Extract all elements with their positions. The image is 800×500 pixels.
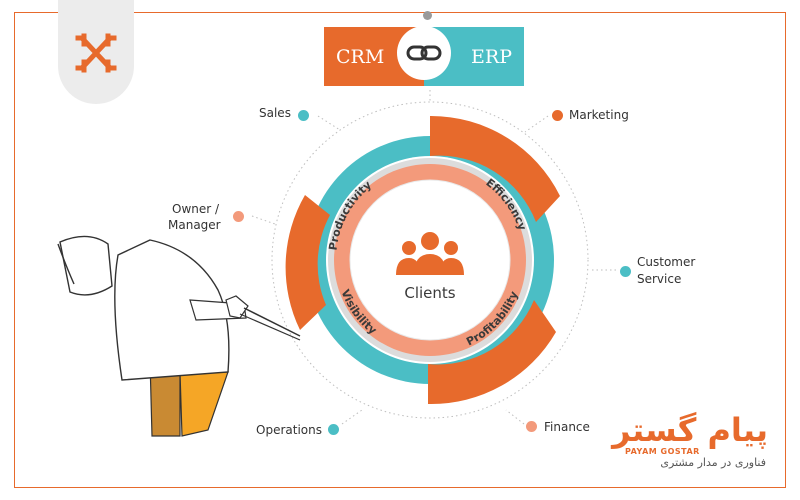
node-label-sales: Sales (259, 106, 291, 120)
brand-name-en: PAYAM GOSTAR (625, 447, 700, 456)
segment-notch (430, 116, 444, 138)
brand-logo-icon (75, 33, 117, 73)
outer-segment-top-right (430, 115, 560, 222)
segment-notch (428, 382, 442, 404)
node-dot-operations (328, 424, 339, 435)
outer-segment-left (285, 195, 330, 330)
people-group-icon (396, 232, 464, 275)
node-label-marketing: Marketing (569, 108, 629, 122)
outer-segment-bottom-right (428, 300, 556, 405)
erp-label: ERP (471, 45, 512, 68)
node-dot-owner (233, 211, 244, 222)
logo-tab (58, 0, 134, 104)
node-dot-customer-service (620, 266, 631, 277)
connector-lines (251, 90, 618, 425)
node-label-customer-line2: Service (637, 272, 682, 286)
center-label: Clients (404, 284, 455, 302)
node-label-customer-line1: Customer (637, 255, 696, 269)
brand-tagline-fa: فناوری در مدار مشتری (660, 456, 766, 469)
dotted-outer-ring (271, 101, 589, 419)
crm-label: CRM (336, 45, 385, 68)
node-label-owner-line1: Owner / (172, 202, 220, 216)
node-dot-finance (526, 421, 537, 432)
chain-link-icon (406, 45, 442, 61)
node-label-finance: Finance (544, 420, 590, 434)
node-label-owner-line2: Manager (168, 218, 221, 232)
top-pin (423, 11, 432, 20)
node-dot-marketing (552, 110, 563, 121)
page-frame (14, 12, 786, 488)
link-circle (397, 26, 451, 80)
pulling-man-illustration (57, 235, 301, 437)
node-label-operations: Operations (256, 423, 322, 437)
node-dot-sales (298, 110, 309, 121)
brand-name-fa: پیام گستر (612, 411, 768, 449)
